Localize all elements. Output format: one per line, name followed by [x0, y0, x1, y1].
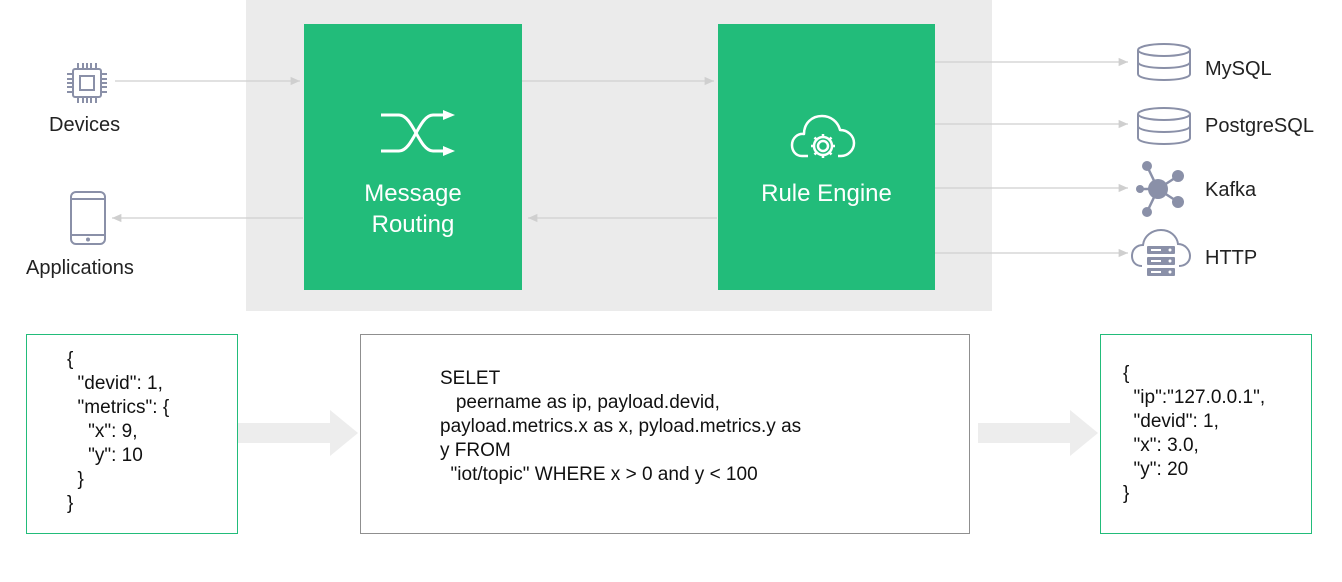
rule-engine-box: Rule Engine: [718, 24, 935, 290]
shuffle-icon: [379, 110, 459, 156]
output-json-box: { "ip":"127.0.0.1", "devid": 1, "x": 3.0…: [1100, 334, 1312, 534]
sink-label-postgresql: PostgreSQL: [1205, 115, 1314, 137]
sql-to-output-flow-arrow: [978, 410, 1098, 456]
message-routing-label-2: Routing: [371, 211, 455, 238]
input-json-text: { "devid": 1, "metrics": { "x": 9, "y": …: [67, 349, 170, 514]
input-json-box: { "devid": 1, "metrics": { "x": 9, "y": …: [26, 334, 238, 534]
devices-label: Devices: [49, 114, 121, 136]
postgresql-database-icon: [1135, 106, 1193, 146]
sink-label-kafka: Kafka: [1205, 179, 1257, 201]
cloud-server-icon: [1130, 228, 1192, 280]
cloud-gear-icon: [790, 112, 856, 162]
sql-query-text: SELET peername as ip, payload.devid, pay…: [440, 368, 802, 485]
message-routing-box: Message Routing: [304, 24, 522, 290]
sink-label-http: HTTP: [1205, 247, 1258, 269]
sink-label-mysql: MySQL: [1205, 58, 1272, 80]
kafka-icon: [1134, 160, 1190, 218]
chip-icon: [63, 61, 111, 105]
applications-label: Applications: [26, 257, 134, 279]
output-json-text: { "ip":"127.0.0.1", "devid": 1, "x": 3.0…: [1123, 363, 1266, 504]
mysql-database-icon: [1135, 42, 1193, 82]
input-to-sql-flow-arrow: [238, 410, 358, 456]
sql-query-box: SELET peername as ip, payload.devid, pay…: [360, 334, 970, 534]
rule-engine-label: Rule Engine: [761, 180, 892, 207]
message-routing-label-1: Message: [364, 180, 462, 207]
smartphone-icon: [69, 190, 107, 246]
